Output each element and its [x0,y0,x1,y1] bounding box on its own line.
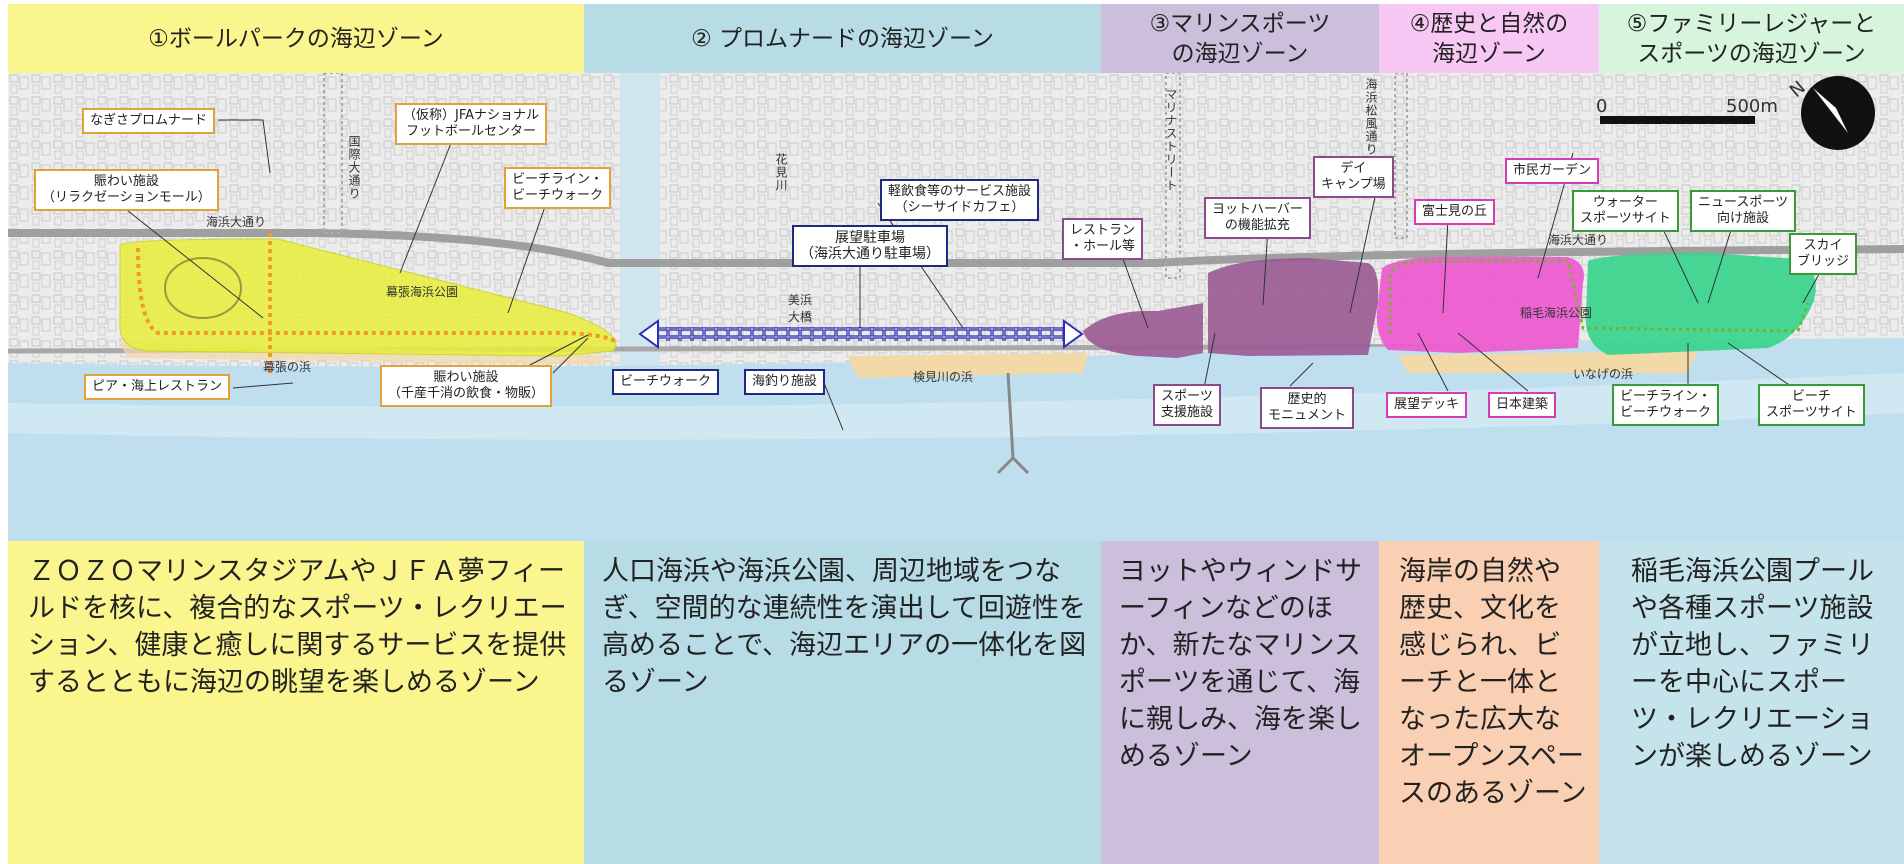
label-sports-support: スポーツ 支援施設 [1153,384,1222,426]
kokusai-road-arrow [323,73,343,234]
ball-park-path [136,247,620,345]
label-beachline-1: ビーチライン・ ビーチウォーク [504,167,612,209]
zone-1-desc-text: ＺＯＺＯマリンスタジアムやＪＦＡ夢フィールドを核に、複合的なスポーツ・レクリエー… [28,556,567,698]
promenade-arrow-right-head [1063,319,1084,349]
marina-street-arrow [1165,73,1181,279]
inage-path [1388,259,1810,333]
kaihin-odori-label-1: 海浜大通り [206,215,267,229]
zone-2-title: ② プロムナードの海辺ゾーン [691,25,994,52]
label-pier-restaurant: ピア・海上レストラン [84,374,231,400]
zone-5-desc-text: 稲毛海浜公園プールや各種スポーツ施設が立地し、ファミリーを中心にスポーツ・レクリ… [1631,556,1874,772]
zone-4-description: 海岸の自然や歴史、文化を感じられ、ビーチと一体となった広大なオープンスペースのあ… [1379,541,1599,864]
label-beachwalk: ビーチウォーク [612,369,720,395]
scale-start: 0 [1596,96,1608,117]
zone-5-header: ⑤ファミリーレジャーとスポーツの海辺ゾーン [1599,4,1904,73]
label-yacht-harbor: ヨットハーバー の機能拡充 [1204,197,1311,239]
marine-sports-area [1083,303,1203,358]
inage-beach [1398,351,1698,373]
zone-3-title: ③マリンスポーツの海辺ゾーン [1149,10,1331,67]
zone-2-description: 人口海浜や海浜公園、周辺地域をつなぎ、空間的な連続性を演出して回遊性を高めること… [584,541,1101,864]
zone-2-desc-text: 人口海浜や海浜公園、周辺地域をつなぎ、空間的な連続性を演出して回遊性を高めること… [602,556,1087,698]
mihama-bridge-label: 美浜大橋 [788,293,813,324]
zone-4-header: ④歴史と自然の海辺ゾーン [1379,4,1599,73]
promenade-arrow-left-head [638,319,659,349]
inage-park-label: 稲毛海浜公園 [1520,306,1593,320]
scale-end: 500m [1726,96,1778,117]
zone-1-title: ①ボールパークの海辺ゾーン [148,25,444,52]
label-restaurant-hall: レストラン ・ホール等 [1062,218,1144,260]
zone-1-header: ①ボールパークの海辺ゾーン [8,4,584,73]
hanamigawa-label: 花見川 [774,153,788,192]
zone-4-title: ④歴史と自然の海辺ゾーン [1409,10,1569,67]
label-fujimi: 富士見の丘 [1414,199,1496,225]
label-water-sports: ウォーター スポーツサイト [1572,190,1679,232]
zone-1-description: ＺＯＺＯマリンスタジアムやＪＦＡ夢フィールドを核に、複合的なスポーツ・レクリエー… [8,541,584,864]
label-monument: 歴史的 モニュメント [1260,387,1355,429]
kokusai-odori-label: 国際大通り [347,135,361,200]
label-citizen-garden: 市民ガーデン [1505,158,1600,184]
kemigawa-beach [848,353,1088,378]
label-sky-bridge: スカイ ブリッジ [1789,233,1858,275]
zone-2-header: ② プロムナードの海辺ゾーン [584,4,1101,73]
scale-bar [1600,116,1755,124]
kaihin-odori-road [8,229,1904,267]
label-beachline-2: ビーチライン・ ビーチウォーク [1612,384,1720,426]
map-area: 海浜大通り 海浜大通り 国際大通り 幕張海浜公園 幕張の浜 花見川 美浜大橋 検… [8,73,1904,541]
kemigawa-beach-label: 検見川の浜 [913,370,974,384]
sea-light-band [8,373,1904,440]
label-new-sports: ニュースポーツ 向け施設 [1690,190,1797,232]
zone-5-title: ⑤ファミリーレジャーとスポーツの海辺ゾーン [1626,10,1877,67]
inage-beach-label: いなげの浜 [1573,367,1634,381]
makuhari-beach-label: 幕張の浜 [263,360,312,374]
map-svg [8,73,1904,541]
matsukaze-arrow [1394,73,1408,239]
label-nigiwai-relaxation: 賑わい施設 （リラクゼーションモール） [34,169,219,211]
label-beach-sports: ビーチ スポーツサイト [1758,384,1865,426]
family-area [1585,253,1816,355]
kaihin-matsukaze-label: 海浜松風通り [1364,78,1378,156]
pier [996,372,1030,475]
north-arrow-pointer [1813,88,1848,133]
marine-sports-area-2 [1208,258,1379,356]
label-fishing: 海釣り施設 [744,369,826,395]
label-cafe: 軽飲食等のサービス施設 （シーサイドカフェ） [880,179,1040,221]
zone-3-description: ヨットやウィンドサーフィンなどのほか、新たなマリンスポーツを通じて、海に親しみ、… [1101,541,1379,864]
zone-5-description: 稲毛海浜公園プールや各種スポーツ施設が立地し、ファミリーを中心にスポーツ・レクリ… [1599,541,1904,864]
label-japanese-building: 日本建築 [1488,392,1557,418]
stadium [164,257,242,319]
ball-park-area [119,238,617,357]
marina-street-label: マリナストリート [1164,88,1178,192]
zone-3-header: ③マリンスポーツの海辺ゾーン [1101,4,1379,73]
label-nigiwai-food: 賑わい施設 （千産千消の飲食・物販） [380,365,553,407]
label-nagisa-promenade: なぎさプロムナード [82,108,216,134]
history-nature-area [1376,257,1584,353]
promenade-arrow-body [656,327,1066,341]
zone-3-desc-text: ヨットやウィンドサーフィンなどのほか、新たなマリンスポーツを通じて、海に親しみ、… [1119,556,1362,772]
label-parking: 展望駐車場 （海浜大通り駐車場） [792,225,948,267]
makuhari-park-label: 幕張海浜公園 [386,285,459,299]
label-day-camp: デイ キャンプ場 [1313,156,1394,198]
kaihin-odori-label-2: 海浜大通り [1548,233,1609,247]
label-jfa-center: （仮称）JFAナショナル フットボールセンター [395,103,548,145]
label-observation-deck: 展望デッキ [1386,392,1468,418]
hanamigawa-river [620,73,660,373]
zone-4-desc-text: 海岸の自然や歴史、文化を感じられ、ビーチと一体となった広大なオープンスペースのあ… [1399,556,1587,809]
